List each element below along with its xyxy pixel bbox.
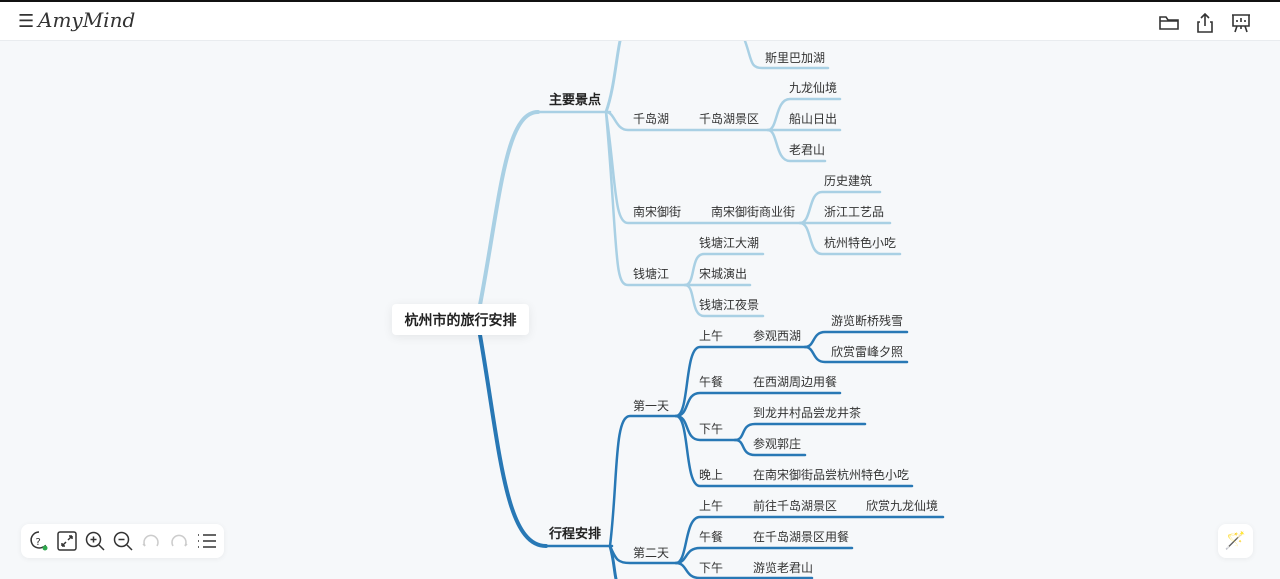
node[interactable]: 在南宋御街品尝杭州特色小吃 — [753, 468, 910, 482]
node[interactable]: 参观郭庄 — [753, 437, 802, 451]
outline-list-icon[interactable] — [196, 530, 218, 552]
node[interactable]: 第二天 — [633, 546, 670, 560]
help-icon[interactable]: ? — [28, 530, 50, 552]
node[interactable]: 钱塘江大潮 — [699, 236, 760, 250]
node-main-attractions[interactable]: 主要景点 — [549, 93, 602, 108]
node[interactable]: 历史建筑 — [824, 174, 873, 188]
node[interactable]: 到龙井村品尝龙井茶 — [753, 406, 862, 420]
node[interactable]: 在千岛湖景区用餐 — [753, 530, 850, 544]
node[interactable]: 老君山 — [789, 143, 826, 157]
node[interactable]: 前往千岛湖景区 — [753, 499, 838, 513]
zoom-out-icon[interactable] — [112, 530, 134, 552]
node[interactable]: 午餐 — [699, 375, 724, 389]
node[interactable]: 参观西湖 — [753, 329, 802, 343]
node[interactable]: 千岛湖 — [633, 112, 670, 126]
node[interactable]: 晚上 — [699, 468, 724, 482]
redo-icon[interactable] — [168, 530, 190, 552]
svg-text:?: ? — [36, 537, 41, 548]
bottom-toolbar: ? — [21, 524, 224, 558]
top-bar: ☰ AmyMind — [0, 0, 1280, 41]
node[interactable]: 上午 — [699, 329, 724, 343]
mindmap-links — [478, 41, 945, 579]
presentation-icon[interactable] — [1229, 11, 1253, 35]
magic-wand-icon[interactable]: 🪄 — [1218, 524, 1253, 558]
node[interactable]: 浙江工艺品 — [824, 205, 885, 219]
node[interactable]: 下午 — [699, 422, 724, 436]
node[interactable]: 在西湖周边用餐 — [753, 375, 838, 389]
node[interactable]: 欣赏雷峰夕照 — [831, 345, 904, 359]
node[interactable]: 南宋御街 — [633, 205, 682, 219]
fit-screen-icon[interactable] — [56, 530, 78, 552]
node[interactable]: 第一天 — [633, 399, 670, 413]
node[interactable]: 宋城演出 — [699, 267, 748, 281]
node-itinerary[interactable]: 行程安排 — [549, 527, 602, 542]
node[interactable]: 千岛湖景区 — [699, 112, 760, 126]
share-icon[interactable] — [1193, 11, 1217, 35]
node[interactable]: 午餐 — [699, 530, 724, 544]
node[interactable]: 上午 — [699, 499, 724, 513]
mindmap-canvas[interactable]: 杭州市的旅行安排 主要景点 斯里巴加湖 千岛湖 千岛湖景区 九龙仙境 船山日出 … — [0, 41, 1280, 579]
menu-icon[interactable]: ☰ — [18, 11, 35, 32]
node[interactable]: 杭州特色小吃 — [824, 236, 897, 250]
node[interactable]: 南宋御街商业街 — [711, 205, 796, 219]
node[interactable]: 欣赏九龙仙境 — [866, 499, 939, 513]
node[interactable]: 九龙仙境 — [789, 81, 838, 95]
app-logo: AmyMind — [38, 8, 136, 32]
node[interactable]: 钱塘江夜景 — [699, 298, 760, 312]
node[interactable]: 船山日出 — [789, 112, 838, 126]
node[interactable]: 下午 — [699, 561, 724, 575]
node[interactable]: 游览断桥残雪 — [831, 314, 904, 328]
node[interactable]: 游览老君山 — [753, 561, 814, 575]
node[interactable]: 斯里巴加湖 — [765, 51, 826, 65]
root-node[interactable]: 杭州市的旅行安排 — [392, 304, 529, 335]
node[interactable]: 钱塘江 — [633, 267, 670, 281]
folder-icon[interactable] — [1157, 11, 1181, 35]
undo-icon[interactable] — [140, 530, 162, 552]
zoom-in-icon[interactable] — [84, 530, 106, 552]
